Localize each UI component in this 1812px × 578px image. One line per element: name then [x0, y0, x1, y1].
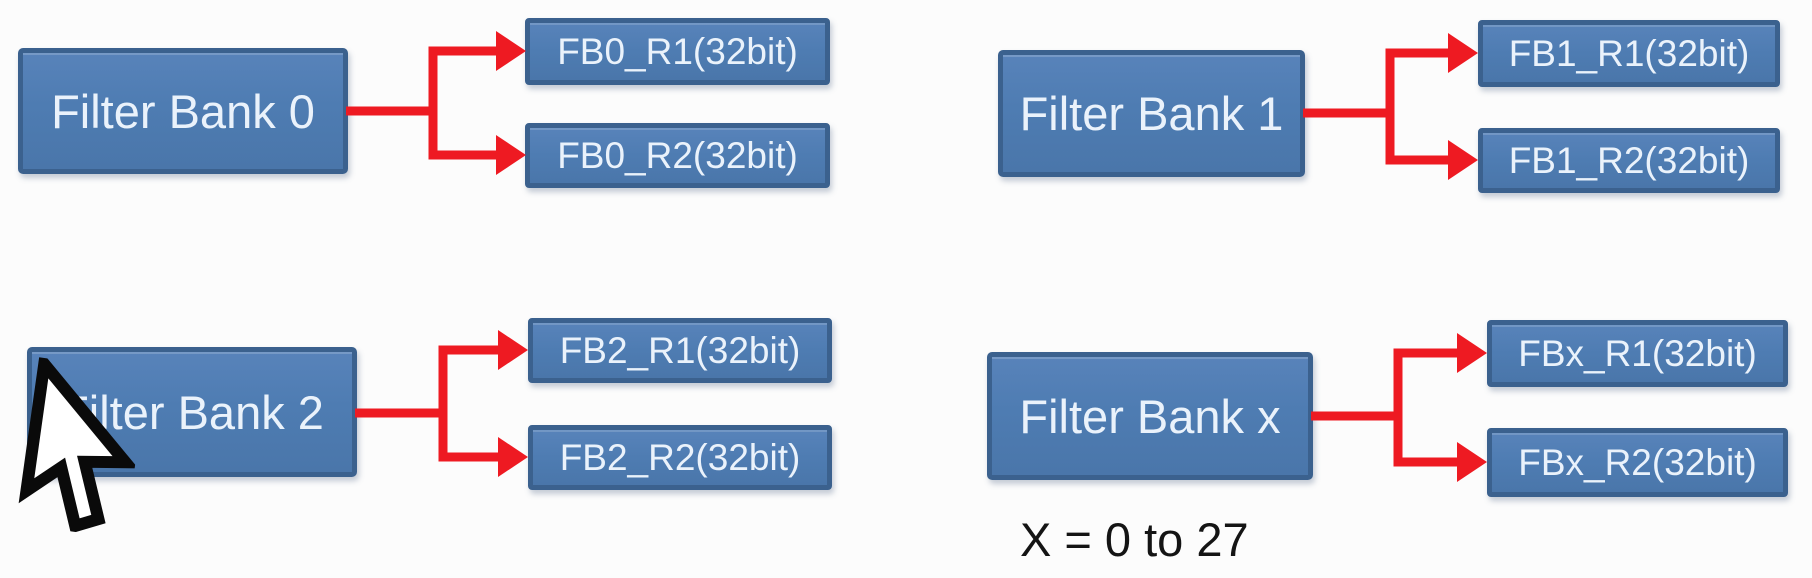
fb2-r2-label: FB2_R2(32bit): [559, 436, 801, 478]
filter-bank-x-node: Filter Bank x: [987, 352, 1313, 480]
fbx-connector-arrows: [1311, 333, 1487, 482]
x-range-caption: X = 0 to 27: [1020, 513, 1249, 566]
fb0-r1-label: FB0_R1(32bit): [557, 30, 798, 72]
fbx-r1-node: FBx_R1(32bit): [1487, 320, 1788, 387]
fbx-r2-label: FBx_R2(32bit): [1518, 441, 1757, 483]
fb1-r2-node: FB1_R2(32bit): [1478, 128, 1780, 193]
filter-bank-0-label: Filter Bank 0: [51, 84, 315, 138]
mouse-cursor-icon: [18, 356, 139, 534]
filter-bank-1-label: Filter Bank 1: [1019, 87, 1284, 140]
fb2-r1-label: FB2_R1(32bit): [559, 329, 801, 371]
fb0-r2-node: FB0_R2(32bit): [525, 123, 830, 188]
fb1-r1-label: FB1_R1(32bit): [1508, 32, 1750, 74]
fb1-r2-label: FB1_R2(32bit): [1508, 139, 1750, 181]
fb2-r1-node: FB2_R1(32bit): [528, 318, 832, 383]
fbx-r2-node: FBx_R2(32bit): [1487, 428, 1788, 497]
fb0-r2-label: FB0_R2(32bit): [557, 134, 798, 176]
fb2-connector-arrows: [355, 330, 528, 477]
filter-bank-x-label: Filter Bank x: [1019, 389, 1281, 443]
filter-bank-1-node: Filter Bank 1: [998, 50, 1305, 177]
fb1-r1-node: FB1_R1(32bit): [1478, 20, 1780, 87]
filter-bank-0-node: Filter Bank 0: [18, 48, 348, 174]
fb0-connector-arrows: [346, 31, 526, 175]
fbx-r1-label: FBx_R1(32bit): [1518, 332, 1757, 374]
fb2-r2-node: FB2_R2(32bit): [528, 425, 832, 490]
fb0-r1-node: FB0_R1(32bit): [525, 18, 830, 85]
fb1-connector-arrows: [1303, 33, 1478, 180]
